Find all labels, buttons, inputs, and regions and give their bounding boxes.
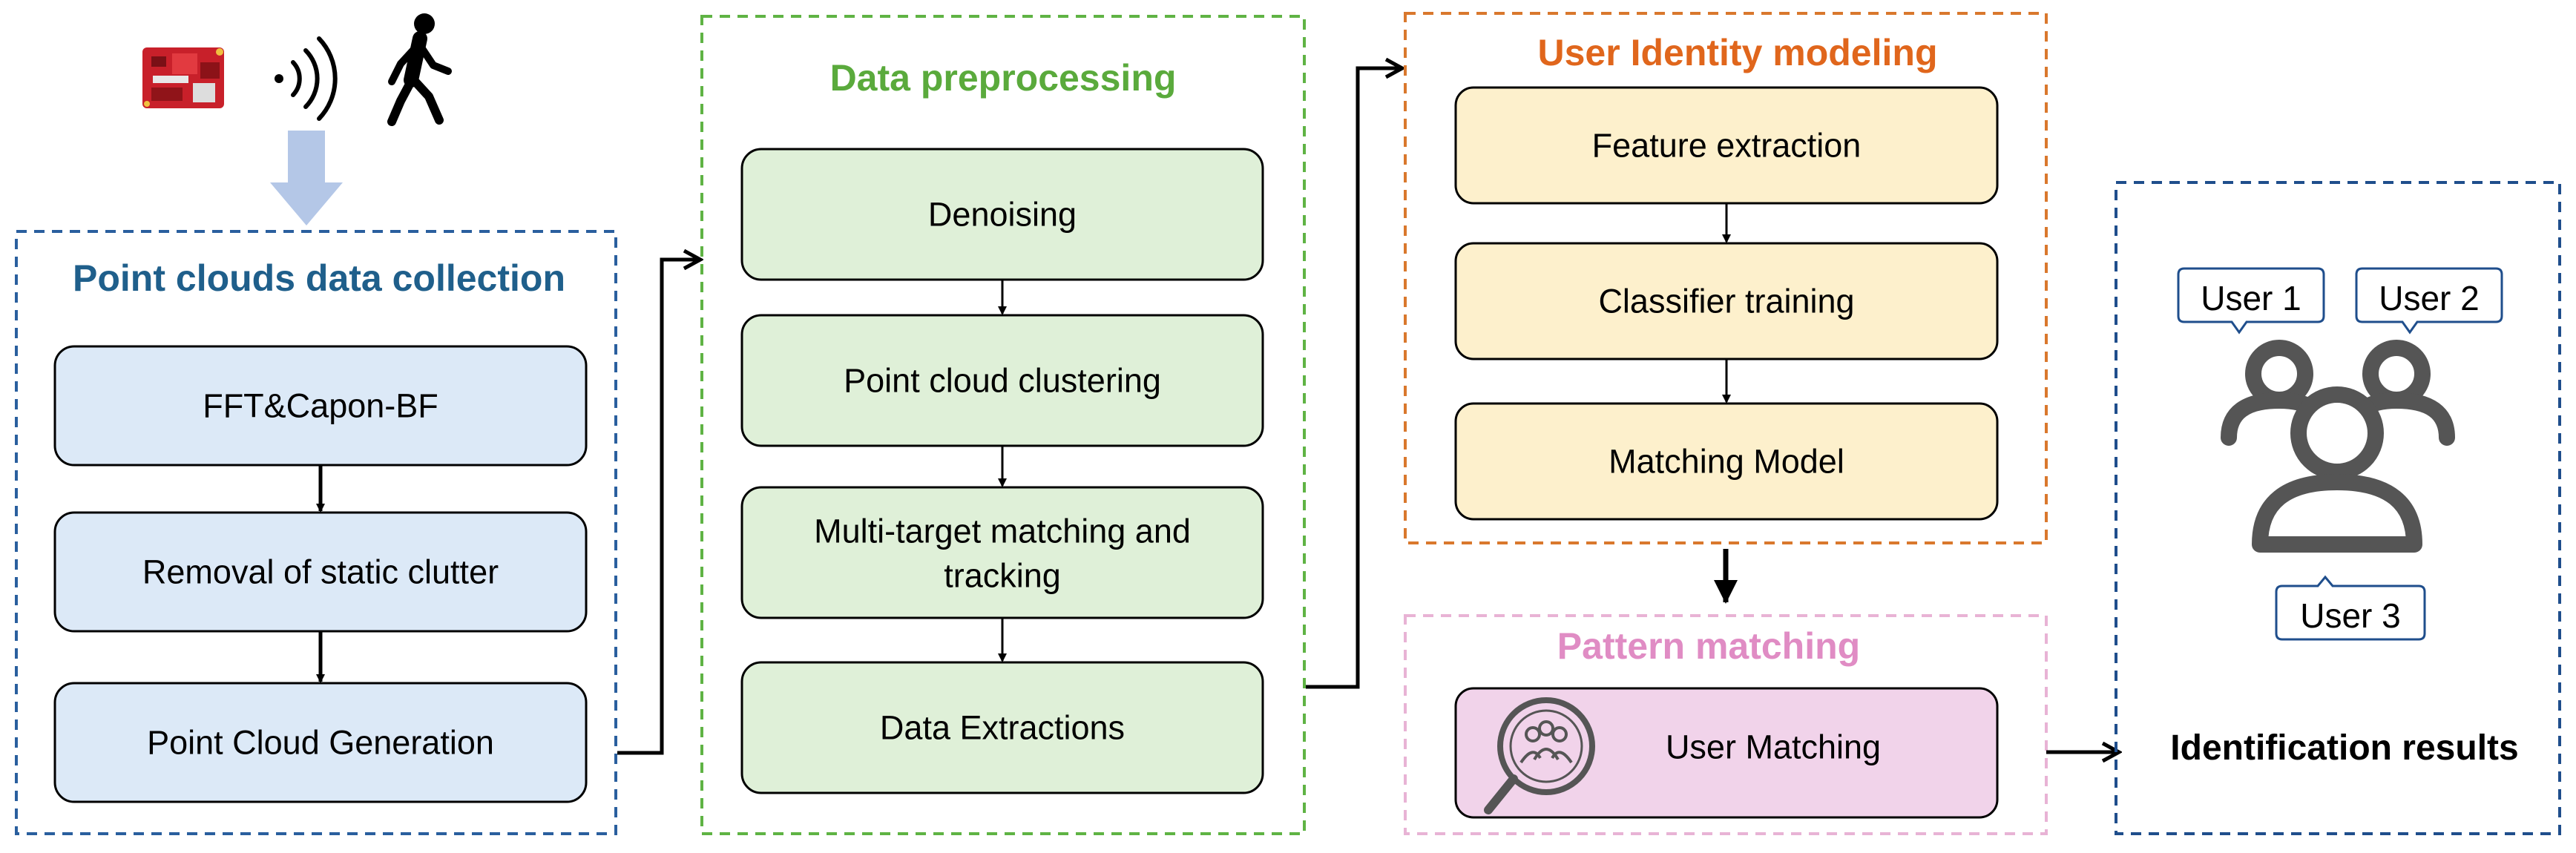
step-matching-model (1454, 402, 1999, 521)
pattern-panel: Pattern matching User Matching (1404, 614, 2048, 835)
radar-sensor-board-icon (142, 47, 224, 108)
step-clustering-label: Point cloud clustering (844, 362, 1161, 400)
user-tag-1-label: User 1 (2201, 279, 2301, 317)
step-user-matching (1454, 687, 1999, 819)
step-data-extractions (740, 661, 1264, 794)
step-point-cloud-generation-label: Point Cloud Generation (147, 724, 494, 762)
step-point-cloud-generation (53, 682, 588, 803)
collection-panel: Point clouds data collection FFT&Capon-B… (15, 230, 617, 835)
identity-title: User Identity modeling (1538, 32, 1938, 73)
user-tag-3: User 3 (2275, 575, 2426, 641)
step-multi-target-tracking (740, 486, 1264, 619)
step-data-extractions-label: Data Extractions (880, 709, 1125, 747)
step-feature-extraction-label: Feature extraction (1592, 127, 1862, 165)
arrow-preprocessing-to-identity (1306, 68, 1402, 689)
step-denoising-label: Denoising (928, 196, 1077, 234)
collection-title: Point clouds data collection (73, 257, 565, 299)
step-user-matching-label: User Matching (1666, 728, 1881, 766)
step-matching-model-label: Matching Model (1609, 443, 1844, 481)
step-multi-target-tracking-label-line2: tracking (944, 557, 1061, 595)
users-group-icon (2221, 340, 2455, 553)
identity-panel: User Identity modeling Feature extractio… (1404, 12, 2048, 544)
pattern-title: Pattern matching (1557, 625, 1860, 667)
preprocessing-panel: Data preprocessing Denoising Point cloud… (700, 15, 1306, 835)
step-classifier-training-label: Classifier training (1598, 283, 1854, 320)
results-panel: User 1 User 2 User 3 Identification resu… (2115, 181, 2561, 835)
input-arrow (270, 131, 343, 225)
user-tag-3-label: User 3 (2300, 596, 2400, 635)
preprocessing-title: Data preprocessing (830, 57, 1177, 99)
wireless-signal-icon (275, 36, 338, 121)
walking-person-icon (387, 13, 452, 126)
user-tag-2-label: User 2 (2379, 279, 2479, 317)
step-fft-capon-label: FFT&Capon-BF (203, 387, 438, 425)
arrow-collection-to-preprocessing (617, 260, 700, 755)
user-tag-1: User 1 (2177, 267, 2325, 335)
magnifier-people-icon (1484, 697, 1595, 814)
step-multi-target-tracking-label-line1: Multi-target matching and (814, 513, 1191, 550)
user-tag-2: User 2 (2355, 267, 2503, 335)
step-static-clutter-label: Removal of static clutter (142, 553, 499, 591)
results-title: Identification results (2170, 728, 2518, 768)
